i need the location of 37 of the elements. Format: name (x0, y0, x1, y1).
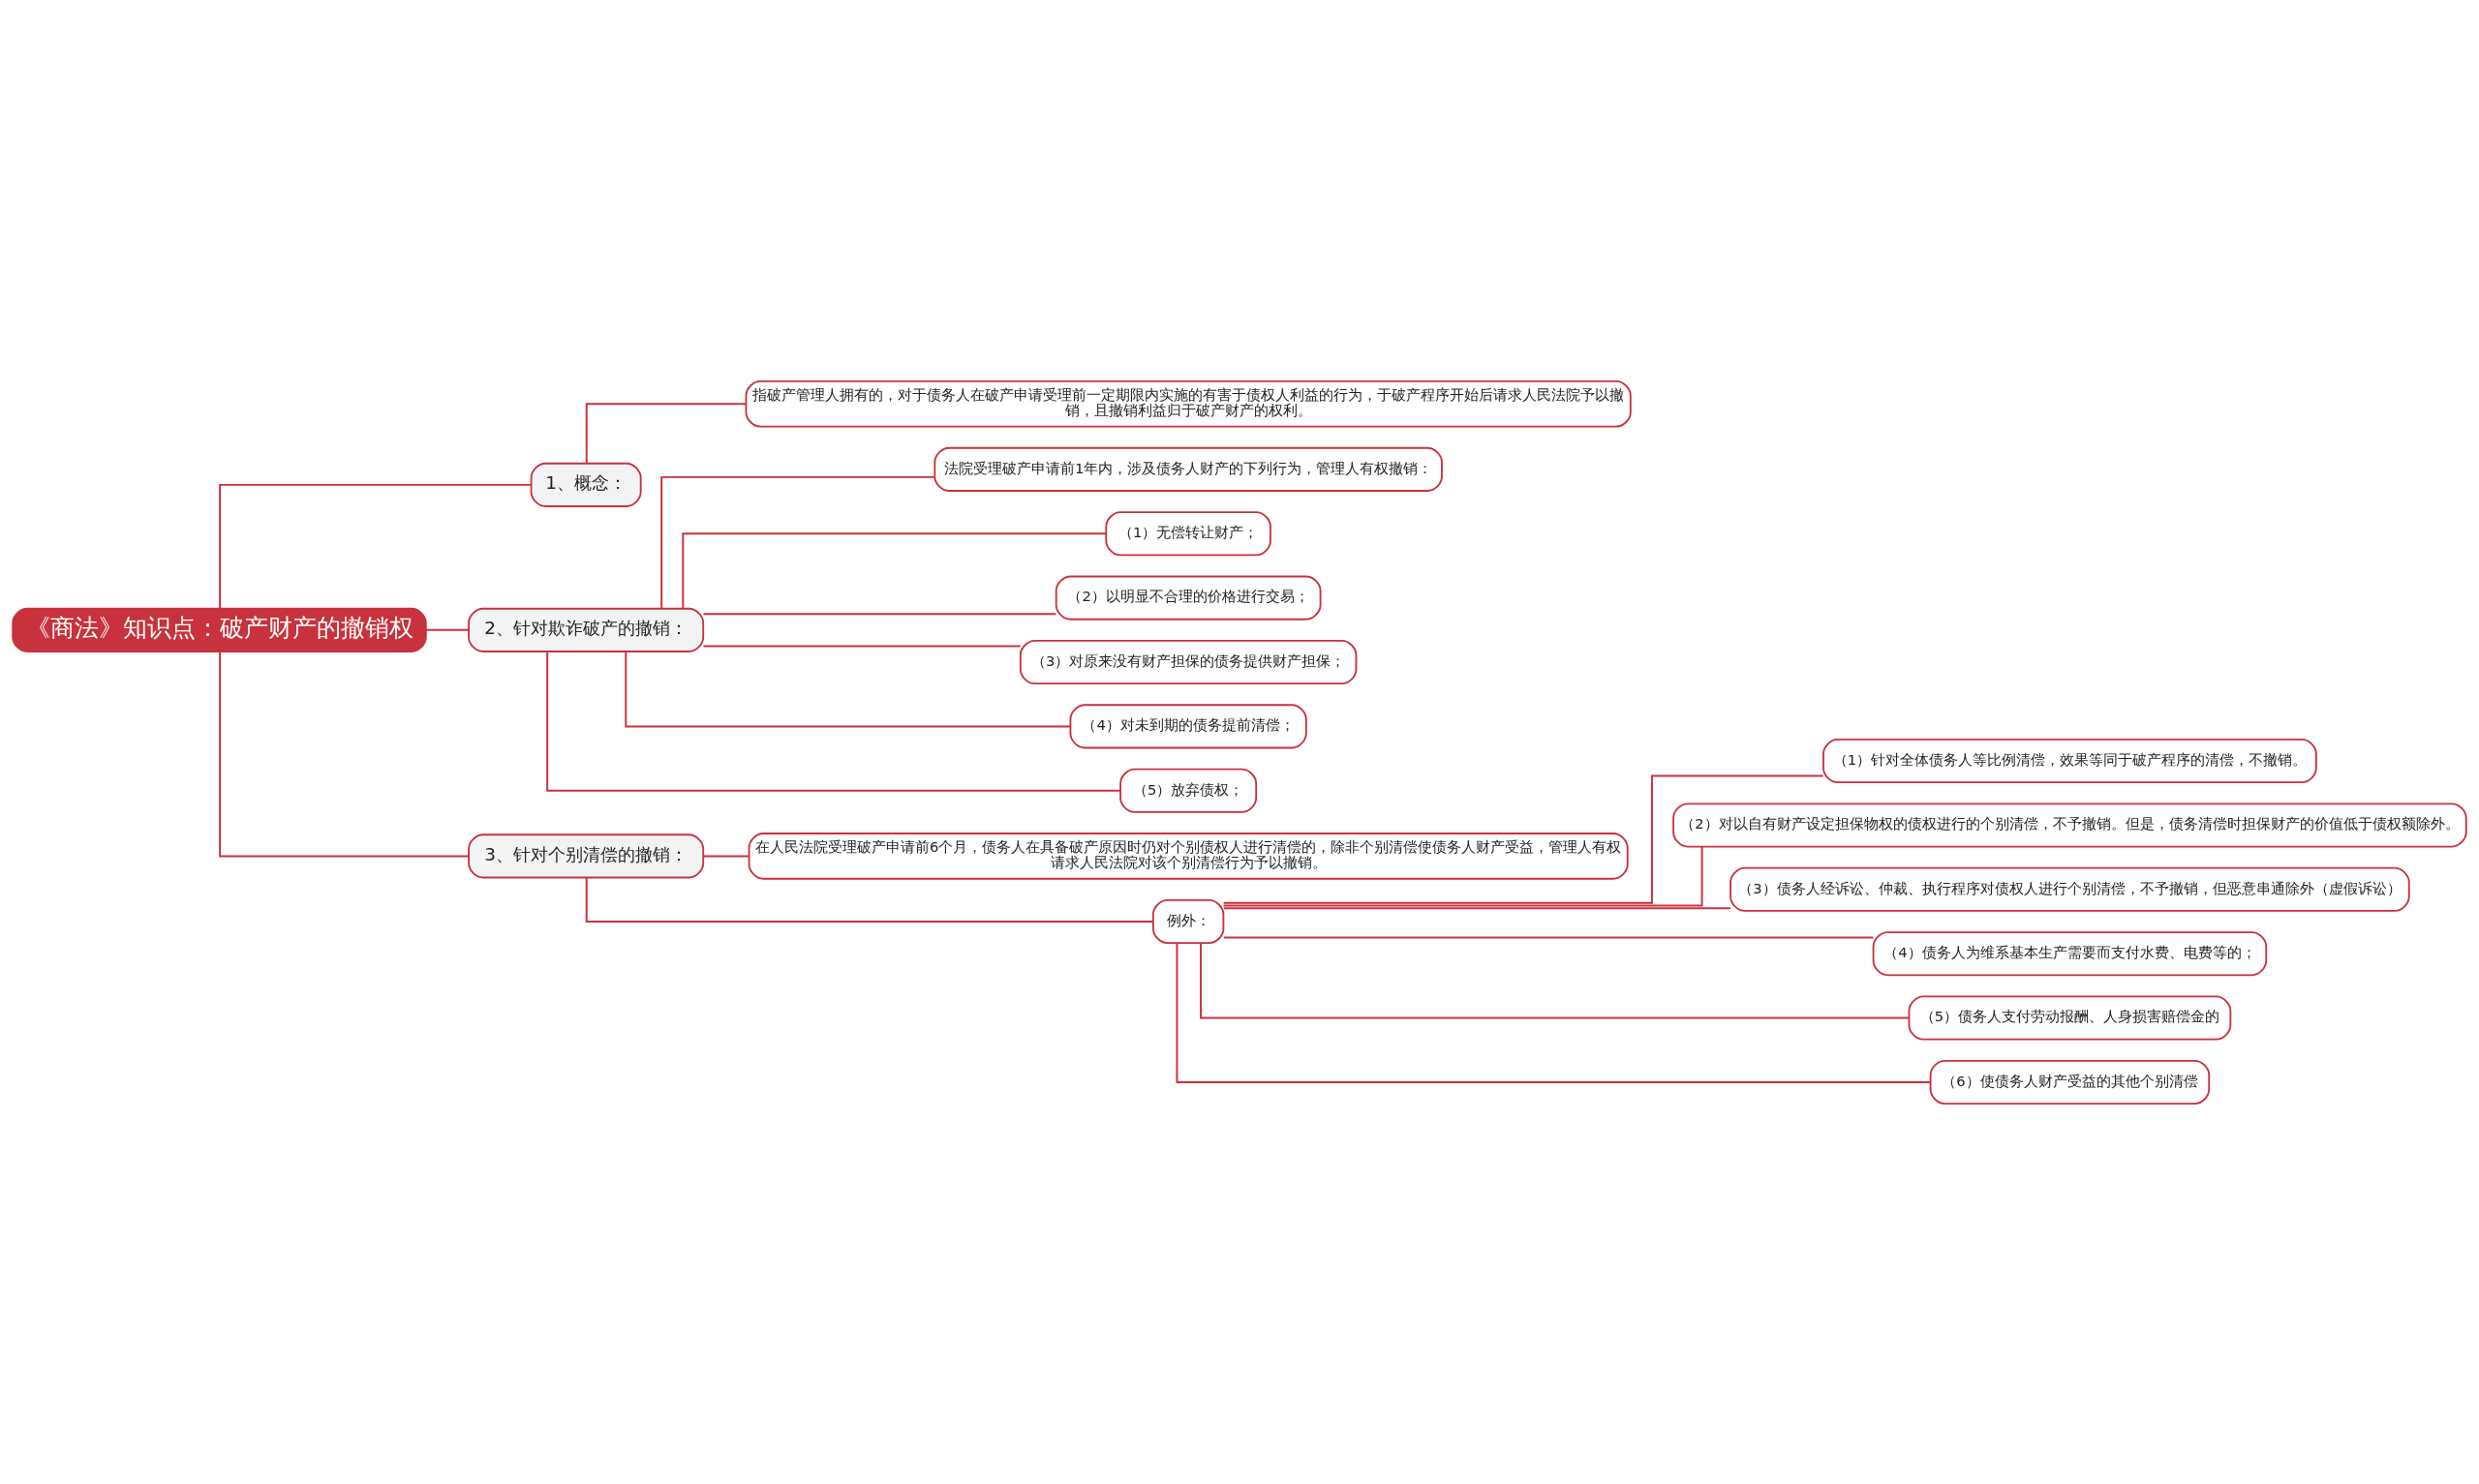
connector (1222, 845, 1703, 906)
connector (702, 612, 1057, 615)
connector (625, 650, 1072, 727)
node-box: （2）对以自有财产设定担保物权的债权进行的个别清偿，不予撤销。但是，债务清偿时担保财产的价值低于债权额除外。 (1672, 802, 2467, 847)
connector (1222, 773, 1824, 904)
node-box: （3）对原来没有财产担保的债务提供财产担保； (1019, 639, 1358, 684)
connector (1176, 941, 1932, 1083)
connector (425, 628, 470, 631)
node-box: （4）债务人为维系基本生产需要而支付水费、电费等的； (1872, 930, 2268, 976)
node-box: 法院受理破产申请前1年内，涉及债务人财产的下列行为，管理人有权撤销： (933, 446, 1443, 492)
connector (585, 402, 748, 464)
connector (585, 876, 1154, 923)
connector (702, 644, 1022, 647)
node-box: （2）以明显不合理的价格进行交易； (1055, 575, 1322, 621)
connector (702, 854, 750, 857)
connector (660, 475, 936, 610)
connector (546, 650, 1121, 792)
node-box: （1）针对全体债务人等比例清偿，效果等同于破产程序的清偿，不撤销。 (1822, 738, 2317, 783)
node-box: 《商法》知识点：破产财产的撤销权 (12, 607, 427, 652)
node-box: 例外： (1151, 898, 1225, 944)
node-box: 2、针对欺诈破产的撤销： (468, 607, 705, 652)
connector (1222, 936, 1875, 939)
node-box: （3）债务人经诉讼、仲裁、执行程序对债权人进行个别清偿，不予撤销，但恶意串通除外（虚假诉讼） (1729, 866, 2410, 912)
node-box: （6）使债务人财产受益的其他个别清偿 (1929, 1059, 2211, 1105)
connector (682, 531, 1108, 609)
connector (1200, 942, 1911, 1019)
node-box: 1、概念： (530, 462, 642, 507)
connector (1222, 906, 1731, 909)
node-box: 在人民法院受理破产申请前6个月，债务人在具备破产原因时仍对个别债权人进行清偿的，除非个别清偿使债务人财产受益，管理人有权请求人民法院对该个别清偿行为予以撤销。 (748, 832, 1629, 880)
node-box: 3、针对个别清偿的撤销： (468, 833, 705, 878)
node-box: （5）放弃债权； (1119, 768, 1258, 813)
node-box: （1）无偿转让财产； (1105, 510, 1271, 556)
node-box: （4）对未到期的债务提前清偿； (1069, 703, 1307, 748)
node-box: （5）债务人支付劳动报酬、人身损害赔偿金的 (1908, 995, 2232, 1041)
connector (219, 483, 533, 610)
node-box: 指破产管理人拥有的，对于债务人在破产申请受理前一定期限内实施的有害于债权人利益的行为，于破产程序开始后请求人民法院予以撤销，且撤销利益归于破产财产的权利。 (745, 379, 1632, 428)
connector (219, 650, 470, 857)
